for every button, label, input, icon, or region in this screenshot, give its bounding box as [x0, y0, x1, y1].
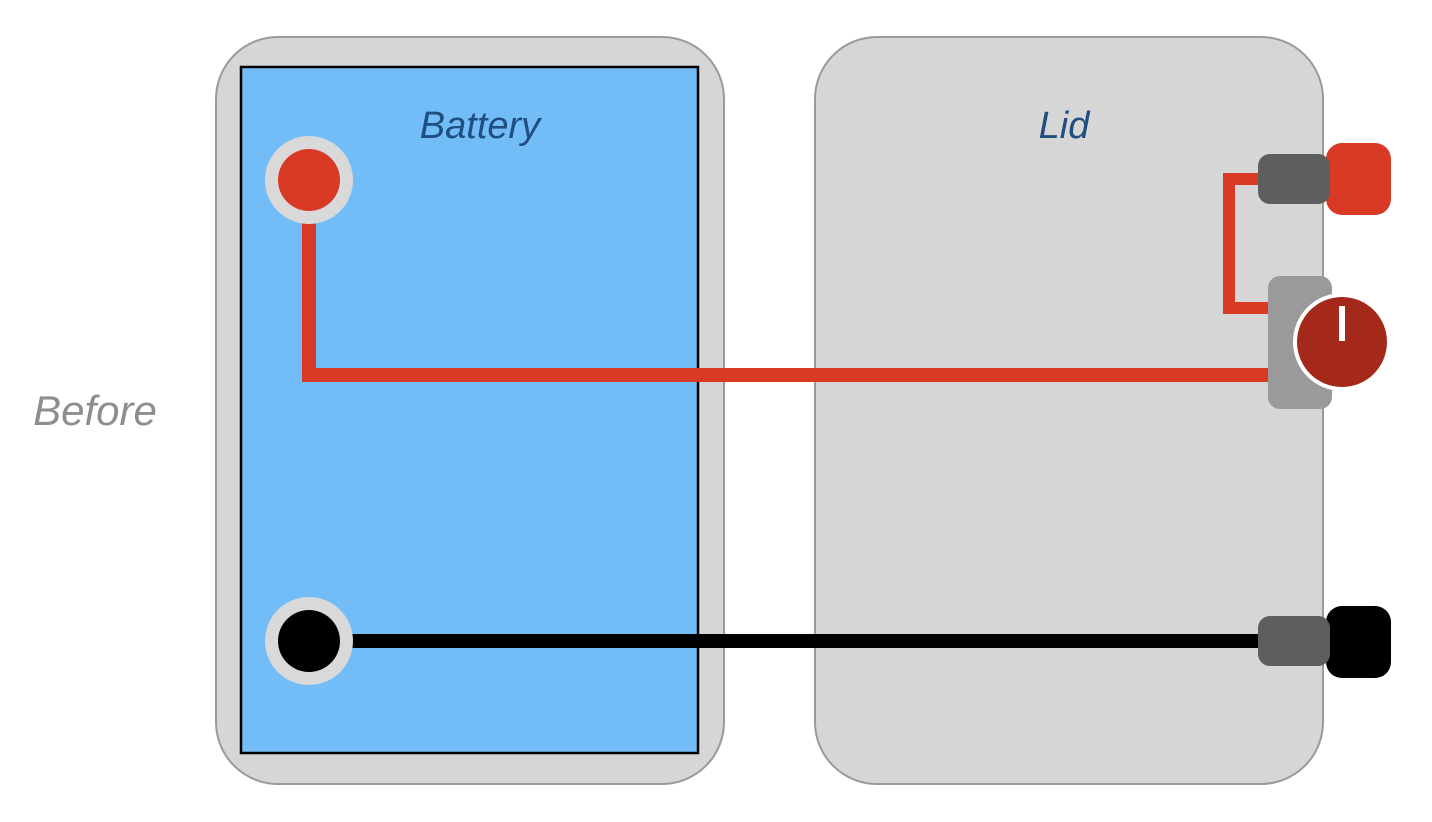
lid-title: Lid: [1039, 105, 1092, 147]
positive-wire: [302, 180, 1280, 382]
lid-case: [814, 36, 1324, 785]
black-terminal-icon: [265, 597, 353, 685]
lid-panel: Lid: [814, 36, 1324, 785]
red-terminal-icon: [265, 136, 353, 224]
power-switch-icon[interactable]: [1268, 276, 1391, 409]
stage-label: Before: [33, 387, 157, 434]
switch-indicator: [1339, 306, 1345, 341]
black-connector-icon: [1258, 606, 1391, 678]
red-connector-icon: [1258, 143, 1391, 215]
positive-wire-switch-link: [1223, 173, 1280, 314]
battery-title: Battery: [420, 105, 542, 147]
